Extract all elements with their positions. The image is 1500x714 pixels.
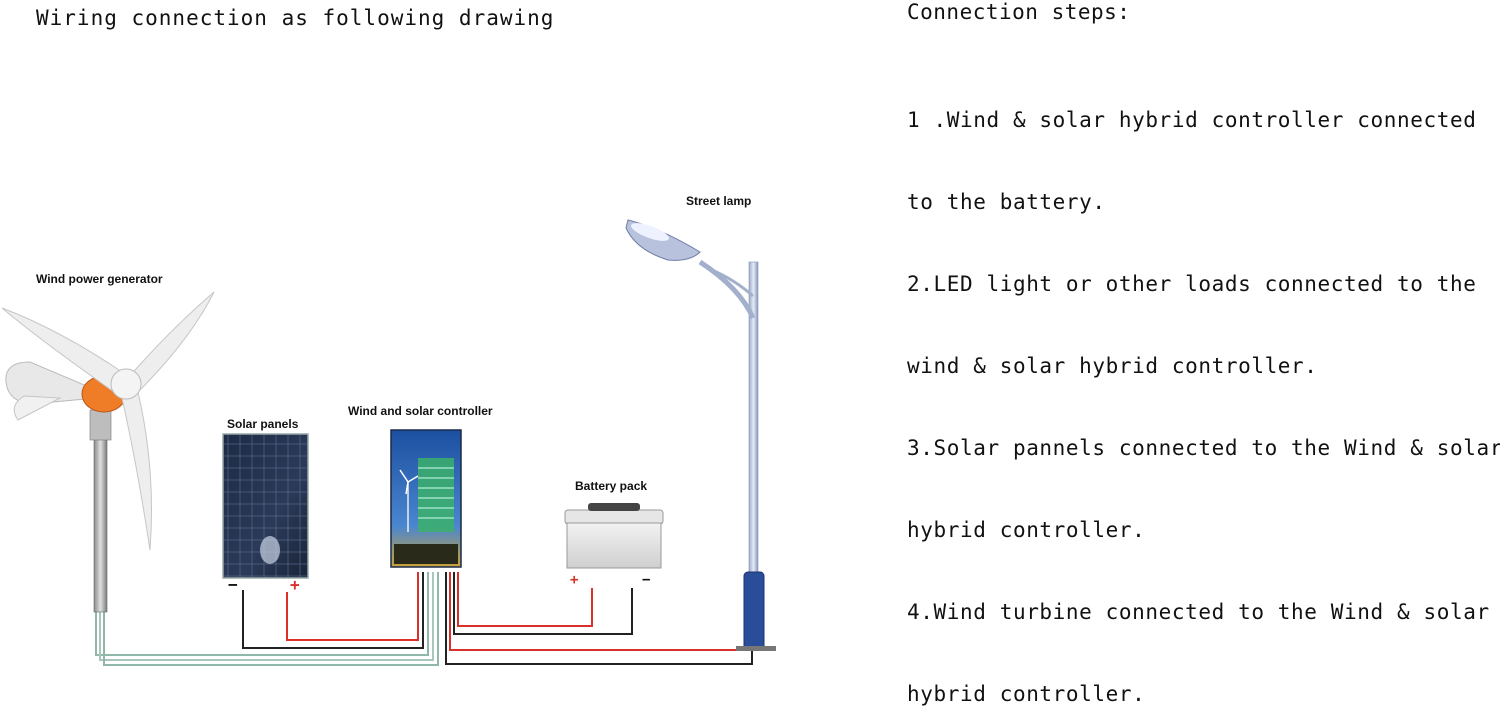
battery-positive-sign: + (570, 572, 578, 588)
solar-panel-glare (260, 536, 280, 564)
lamp-arm-brace (711, 268, 754, 298)
controller-turbine-blades (399, 469, 419, 495)
wiring-diagram: Wind power generator Solar panels Wind a… (1, 194, 776, 666)
controller-display (418, 458, 454, 532)
solar-negative-wire (242, 572, 424, 649)
battery-pack: + − (564, 503, 664, 588)
lamp-head-light (631, 223, 669, 241)
battery-positive-wire (457, 572, 593, 627)
turbine-tail-fin-lower (13, 395, 62, 421)
battery-body (566, 522, 662, 569)
street-lamp-label: Street lamp (686, 194, 751, 208)
turbine-mount (89, 409, 112, 441)
turbine-wire-3 (103, 572, 439, 666)
solar-positive-sign: + (290, 575, 300, 594)
wind-turbine (1, 291, 215, 613)
turbine-hub (110, 368, 142, 400)
step-3-line-2: hybrid controller. (907, 518, 1146, 542)
lamp-positive-wire (449, 572, 750, 651)
step-1-line-1: 1 .Wind & solar hybrid controller connec… (907, 108, 1477, 132)
turbine-wire-1 (95, 572, 429, 656)
battery-negative-wire (453, 572, 633, 635)
turbine-blade-3 (121, 391, 152, 551)
step-4-line-1: 4.Wind turbine connected to the Wind & s… (907, 600, 1490, 624)
turbine-blade-2 (127, 291, 215, 393)
controller-label: Wind and solar controller (348, 404, 493, 418)
step-1-line-2: to the battery. (907, 190, 1106, 214)
battery-label: Battery pack (575, 479, 647, 493)
battery-handle (588, 503, 640, 511)
step-3-line-1: 3.Solar pannels connected to the Wind & … (907, 436, 1500, 460)
lamp-negative-wire (445, 572, 753, 665)
steps-heading: Connection steps: (907, 0, 1131, 24)
solar-panel: − + (222, 433, 309, 594)
battery-negative-sign: − (642, 572, 650, 588)
lamp-arm (698, 259, 756, 320)
solar-panels-label: Solar panels (227, 417, 299, 431)
battery-lid (564, 509, 664, 525)
lamp-footing (736, 646, 776, 651)
controller-terminals (394, 544, 458, 564)
lamp-base (743, 571, 765, 651)
step-4-line-2: hybrid controller. (907, 682, 1146, 706)
wires (95, 572, 753, 666)
step-2-line-1: 2.LED light or other loads connected to … (907, 272, 1477, 296)
solar-positive-wire (286, 572, 419, 641)
step-2-line-2: wind & solar hybrid controller. (907, 354, 1318, 378)
solar-negative-sign: − (228, 575, 238, 594)
turbine-wire-2 (99, 572, 434, 661)
turbine-blade-1 (1, 307, 123, 393)
diagram-title: Wiring connection as following drawing (36, 6, 555, 30)
wind-generator-label: Wind power generator (36, 272, 163, 286)
street-lamp (625, 219, 776, 651)
hybrid-controller (390, 429, 462, 568)
